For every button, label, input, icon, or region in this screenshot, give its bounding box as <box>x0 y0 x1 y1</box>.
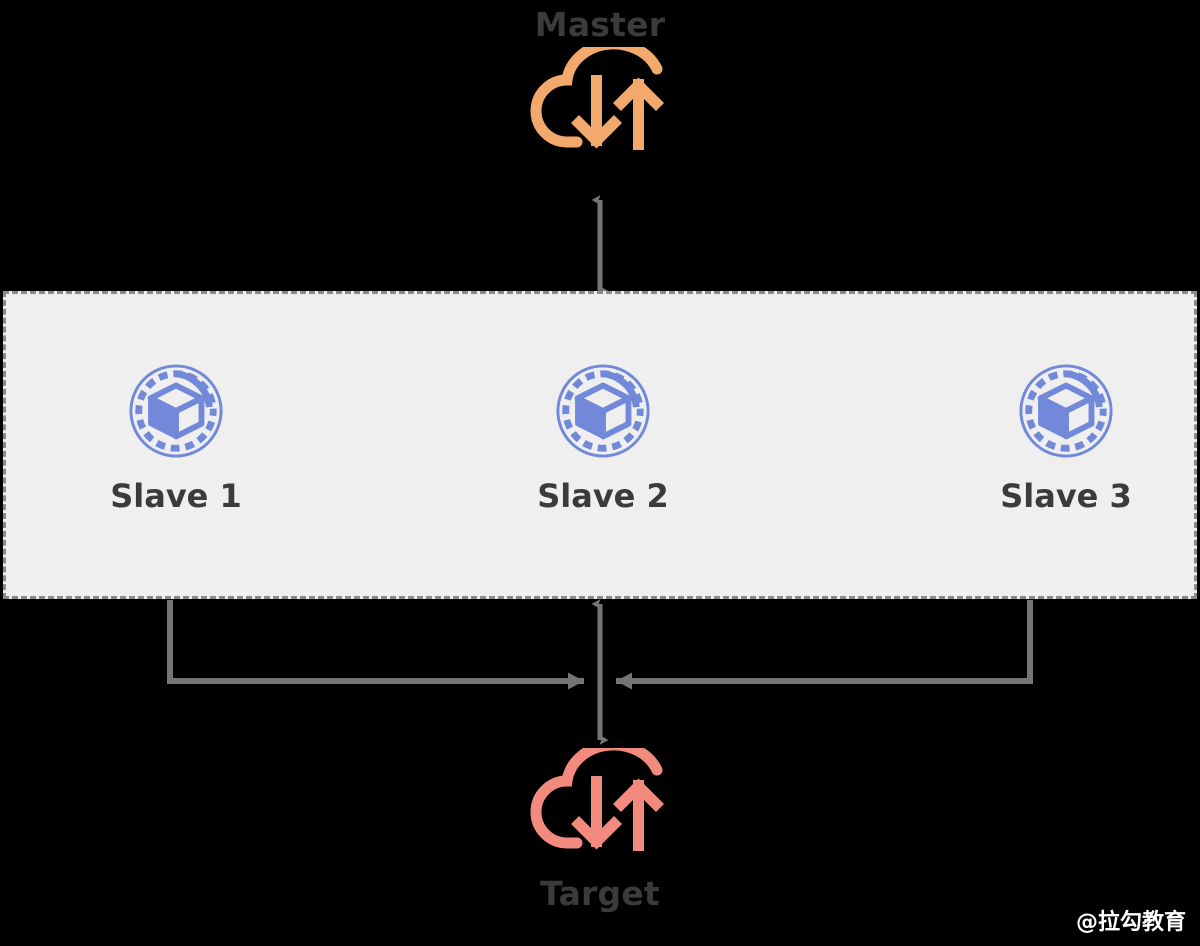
target-node[interactable]: Target <box>460 748 740 928</box>
cloud-sync-icon <box>530 748 664 851</box>
slaves-bracket <box>167 600 1033 690</box>
master-node[interactable]: Master <box>460 8 740 208</box>
cube-ring-icon <box>556 364 650 458</box>
master-label: Master <box>534 5 666 44</box>
slaves-container: Slave 1 Slave 2 <box>3 291 1197 599</box>
cube-ring-icon <box>129 364 223 458</box>
slave-3-label: Slave 3 <box>1000 477 1132 515</box>
cloud-sync-icon <box>530 47 664 150</box>
slave-2-icon-wrapper <box>493 362 713 460</box>
slave-node-2[interactable]: Slave 2 <box>493 362 713 512</box>
slave-3-icon-wrapper <box>956 362 1176 460</box>
slave-node-3[interactable]: Slave 3 <box>956 362 1176 512</box>
cube-ring-icon <box>1019 364 1113 458</box>
slave-2-label: Slave 2 <box>537 477 669 515</box>
slave-node-1[interactable]: Slave 1 <box>66 362 286 512</box>
target-label: Target <box>540 874 660 913</box>
slave-1-icon-wrapper <box>66 362 286 460</box>
master-icon-wrapper <box>460 47 740 172</box>
target-icon-wrapper <box>460 748 740 873</box>
slave-1-label: Slave 1 <box>110 477 242 515</box>
watermark: @拉勾教育 <box>1075 910 1186 935</box>
